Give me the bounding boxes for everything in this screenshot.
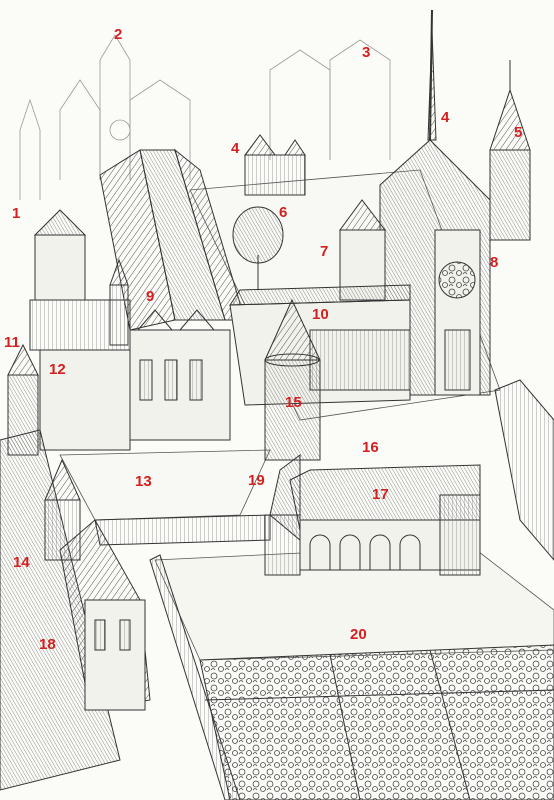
small-pavilion xyxy=(244,134,306,196)
great-hall xyxy=(99,148,246,441)
label-11: 11 xyxy=(4,334,20,351)
label-4b: 4 xyxy=(441,109,450,126)
label-9: 9 xyxy=(146,288,155,305)
courtyard-tree xyxy=(232,206,284,290)
east-tower xyxy=(489,60,531,241)
west-buildings xyxy=(7,209,131,456)
label-5: 5 xyxy=(514,124,523,141)
garden-parterre xyxy=(199,644,554,800)
label-13: 13 xyxy=(135,473,152,490)
galerie-building xyxy=(264,464,481,576)
label-16: 16 xyxy=(362,439,379,456)
label-19: 19 xyxy=(248,472,265,489)
label-7: 7 xyxy=(320,243,329,260)
label-17: 17 xyxy=(372,486,389,503)
label-15: 15 xyxy=(285,394,302,411)
label-12: 12 xyxy=(49,361,66,378)
southwest-wing xyxy=(0,429,151,791)
label-3: 3 xyxy=(362,44,371,61)
label-14: 14 xyxy=(13,554,30,571)
label-8: 8 xyxy=(490,254,499,271)
east-wall xyxy=(494,379,554,561)
label-10: 10 xyxy=(312,306,329,323)
label-6: 6 xyxy=(279,204,288,221)
label-4a: 4 xyxy=(231,140,240,157)
background-buildings xyxy=(19,34,391,200)
label-1: 1 xyxy=(12,205,21,222)
label-18: 18 xyxy=(39,636,56,653)
label-2: 2 xyxy=(114,26,123,43)
label-20: 20 xyxy=(350,626,367,643)
